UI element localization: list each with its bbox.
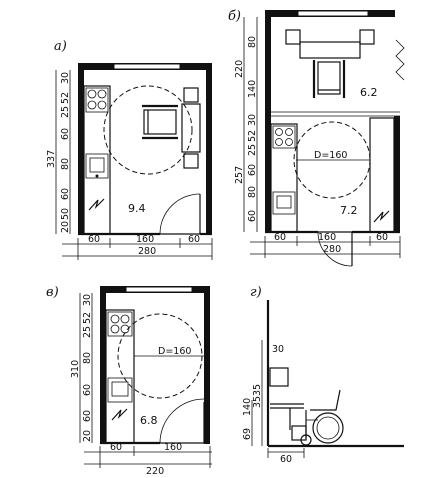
plan-a-total-height: 337 <box>46 150 57 168</box>
plan-v-total-height: 310 <box>70 360 81 378</box>
plan-v-stove <box>107 311 133 337</box>
plan-g-dim-v-3: 35 <box>252 396 263 408</box>
plan-b-dim-h-2: 160 <box>318 232 336 243</box>
plan-v-dim-v-1: 30 <box>82 294 93 306</box>
plan-v-heater-icon <box>111 408 128 421</box>
plan-b-stove <box>272 125 296 149</box>
plan-b-dim-vu-1: 80 <box>247 36 258 48</box>
plan-b-heater-icon <box>373 210 390 223</box>
plan-v-dim-v-5: 60 <box>82 384 93 396</box>
plan-v-counter <box>105 309 135 444</box>
plan-v-dim-h-1: 60 <box>110 442 122 453</box>
plan-a-dim-v-1: 30 <box>60 72 71 84</box>
plan-b-counter-left <box>270 123 298 233</box>
plan-b-counter-right <box>369 117 395 233</box>
plan-g-wheelchair-icon <box>300 389 344 446</box>
plan-v-left-wall <box>100 286 106 444</box>
plan-b-height-lower: 257 <box>234 166 245 184</box>
plan-g-wall-cabinet <box>269 367 289 387</box>
plan-b-dim-h-3: 60 <box>376 232 388 243</box>
plan-a-heater-icon <box>88 198 105 211</box>
plan-v-right-wall <box>204 286 210 444</box>
plan-a: а) 9.4 <box>46 39 213 260</box>
plan-b-dim-vu-2: 140 <box>247 80 258 98</box>
plan-b-door <box>318 231 353 266</box>
plan-g-dim-v-2: 35 <box>252 384 263 396</box>
plan-g-dim-v-5: 69 <box>242 428 253 440</box>
plan-b-circle-label: D=160 <box>314 150 347 161</box>
plan-b-right-wall <box>394 116 400 232</box>
plan-v-dim-v-7: 20 <box>82 430 93 442</box>
plan-a-dim-v-8: 20 <box>60 221 71 233</box>
plan-b-break-line <box>395 39 405 81</box>
plan-b-total-width: 280 <box>323 244 341 255</box>
plan-v-sink <box>107 377 133 403</box>
plan-v-circle-label: D=160 <box>158 346 191 357</box>
plan-g-dim-h: 60 <box>280 454 292 465</box>
plan-b: б) 6.2 D=160 7.2 <box>228 9 405 267</box>
plan-a-stove <box>85 87 109 113</box>
plan-a-label: а) <box>54 39 67 54</box>
plan-b-dim-vl-1: 30 <box>247 114 258 126</box>
plan-a-dim-v-6: 60 <box>60 188 71 200</box>
plan-a-dim-v-7: 50 <box>60 208 71 220</box>
plan-a-wheelchair <box>143 109 177 135</box>
plan-b-dim-vl-5: 80 <box>247 186 258 198</box>
plan-a-right-wall <box>206 63 212 235</box>
plan-v-window <box>125 286 193 293</box>
plan-b-height-upper: 220 <box>234 60 245 78</box>
plan-v: в) D=160 6.8 60 160 220 310 30 <box>46 285 212 477</box>
plan-a-dim-h-2: 160 <box>136 234 154 245</box>
plan-v-dim-v-2: 52 <box>82 312 93 324</box>
plan-g-label: г) <box>250 285 262 300</box>
plan-v-dim-h-2: 160 <box>164 442 182 453</box>
plan-v-dim-v-4: 80 <box>82 352 93 364</box>
plan-g-bin <box>291 425 307 441</box>
plan-a-left-wall <box>78 63 84 235</box>
plan-b-dim-vl-6: 60 <box>247 210 258 222</box>
plan-a-door <box>160 194 201 235</box>
plan-v-dim-v-3: 25 <box>82 326 93 338</box>
plan-v-total-width: 220 <box>146 466 164 477</box>
plan-g-dim-v-1: 30 <box>272 344 284 355</box>
plan-a-dim-h-1: 60 <box>88 234 100 245</box>
plan-a-dim-h-3: 60 <box>188 234 200 245</box>
plan-b-area-upper: 6.2 <box>360 86 378 99</box>
plan-v-door <box>160 402 205 444</box>
plan-a-area: 9.4 <box>128 202 146 215</box>
plan-v-label: в) <box>46 285 59 300</box>
plan-b-window <box>297 10 369 17</box>
plan-b-wheelchair <box>317 61 341 95</box>
plan-a-total-width: 280 <box>138 246 156 257</box>
plan-a-dim-v-2: 52 <box>60 92 71 104</box>
plan-b-dim-vl-3: 25 <box>247 144 258 156</box>
plan-b-dim-vl-2: 52 <box>247 130 258 142</box>
plan-b-label: б) <box>228 9 241 24</box>
plan-a-turning-circle <box>103 85 193 175</box>
plan-a-counter <box>83 85 111 235</box>
plan-a-sink <box>85 153 109 179</box>
plan-b-sink <box>272 191 296 215</box>
plan-g-section: г) 30 35 35 140 69 60 <box>242 285 404 465</box>
plan-a-dim-v-5: 80 <box>60 158 71 170</box>
plan-g-dim-v-4: 140 <box>242 398 253 416</box>
plan-a-dim-v-4: 60 <box>60 128 71 140</box>
plan-b-table <box>299 41 361 59</box>
plan-a-dim-v-3: 25 <box>60 106 71 118</box>
plan-b-left-wall <box>265 10 271 232</box>
plan-b-dim-vl-4: 60 <box>247 164 258 176</box>
plan-a-table <box>181 103 201 153</box>
plan-v-dim-v-6: 60 <box>82 410 93 422</box>
plan-v-area: 6.8 <box>140 414 158 427</box>
plan-b-area-lower: 7.2 <box>340 204 358 217</box>
plan-b-dim-h-1: 60 <box>274 232 286 243</box>
plan-a-window <box>113 63 181 70</box>
